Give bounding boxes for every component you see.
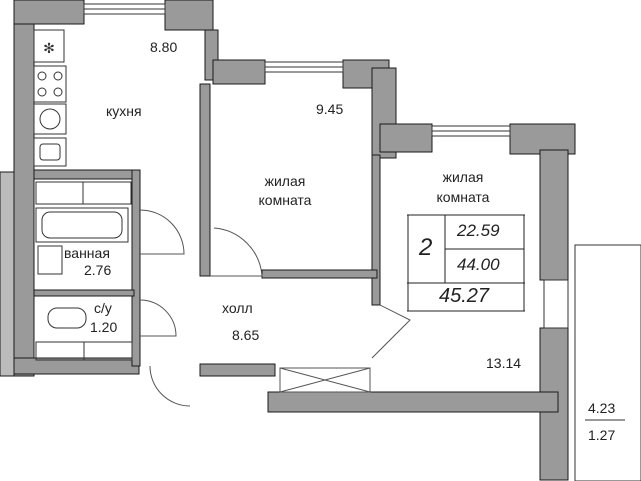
living2-area: 13.14 xyxy=(486,355,522,371)
balcony-outline xyxy=(574,244,641,481)
wall-bottom-right xyxy=(267,391,559,413)
stove-icon xyxy=(33,65,67,103)
kitchen-label: кухня xyxy=(106,103,142,119)
hall-label: холл xyxy=(222,300,253,316)
summary-box: 2 22.59 44.00 45.27 xyxy=(407,214,525,312)
living-area: 22.59 xyxy=(457,221,500,240)
hall-area: 8.65 xyxy=(232,327,260,343)
wall-living-hall xyxy=(261,269,378,279)
svg-text:✻: ✻ xyxy=(43,41,55,57)
wall-top-mid xyxy=(164,0,214,31)
wall-step-2 xyxy=(212,59,266,85)
wall-living-living xyxy=(371,154,381,306)
wall-left-outer xyxy=(0,171,15,377)
summary-box-lines xyxy=(407,214,525,312)
bath-fixtures xyxy=(35,181,133,361)
door-bath xyxy=(139,209,185,255)
doors xyxy=(139,209,411,407)
wc-label: с/у xyxy=(94,300,112,316)
toilet-icon xyxy=(47,307,87,329)
wardrobe xyxy=(279,367,371,393)
bathtub-icon xyxy=(35,207,129,243)
bathroom-label: ванная xyxy=(64,245,110,261)
wc-area: 1.20 xyxy=(90,319,118,335)
door-living2 xyxy=(371,304,411,359)
balcony-area-main: 4.23 xyxy=(588,400,616,416)
kitchen-area: 8.80 xyxy=(150,39,178,55)
door-living1 xyxy=(210,227,263,277)
wall-left xyxy=(13,7,35,377)
sink-icon xyxy=(33,137,67,167)
kitchen-fixtures: ✻ xyxy=(33,29,67,167)
wall-step-5 xyxy=(379,123,433,153)
total-area: 44.00 xyxy=(457,255,500,274)
living1-label-line2: комната xyxy=(258,192,312,208)
wall-bath-top xyxy=(33,169,135,180)
inner-walls xyxy=(33,83,381,367)
wall-bath-right xyxy=(131,169,141,367)
bathroom-area: 2.76 xyxy=(84,262,112,278)
total-with-balcony: 45.27 xyxy=(439,285,490,307)
living1-area: 9.45 xyxy=(316,101,344,117)
balcony-area-reduced: 1.27 xyxy=(588,427,616,443)
fridge-icon xyxy=(33,29,65,63)
rooms-count: 2 xyxy=(419,234,433,261)
washer-icon xyxy=(33,103,67,135)
wall-bath-wc xyxy=(33,289,135,297)
windows xyxy=(83,3,569,329)
living1-label-line1: жилая xyxy=(264,173,306,189)
door-wc xyxy=(139,299,177,337)
wall-right-upper xyxy=(539,149,569,281)
wall-bottom-mid xyxy=(199,363,276,377)
wall-step-6 xyxy=(509,123,576,155)
wall-kitchen-living xyxy=(199,83,211,277)
living2-label-line1: жилая xyxy=(442,169,484,185)
balcony-door xyxy=(543,279,569,329)
door-entrance xyxy=(149,365,191,407)
wall-top-left xyxy=(13,0,85,25)
living2-label-line2: комната xyxy=(436,189,490,205)
bath-sink-icon xyxy=(37,245,63,275)
